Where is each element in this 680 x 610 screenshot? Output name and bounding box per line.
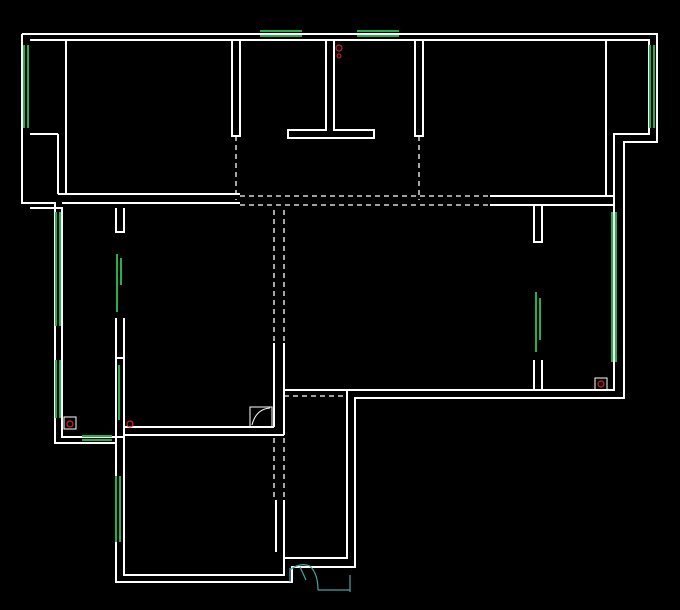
dashed-beam-lines — [61, 136, 490, 500]
floor-drain-icon — [335, 44, 343, 59]
floor-drain-icon — [594, 377, 608, 391]
bedroom-left-pier-top — [115, 208, 125, 233]
door-swing-icon — [289, 564, 351, 592]
floor-drain-icon — [63, 416, 77, 430]
windows — [23, 30, 655, 542]
floor-drains — [63, 44, 608, 430]
bedroom-right-pier-top — [533, 205, 543, 243]
inner-wall-outline — [30, 39, 650, 576]
bedroom-left-pier-mid — [115, 318, 125, 359]
kitchen-t-partition — [287, 40, 375, 139]
floor-drain-icon — [126, 420, 134, 428]
bedroom-right-pier-bottom — [533, 360, 543, 391]
door-swing-icon — [249, 406, 273, 428]
door-swings — [249, 406, 351, 592]
